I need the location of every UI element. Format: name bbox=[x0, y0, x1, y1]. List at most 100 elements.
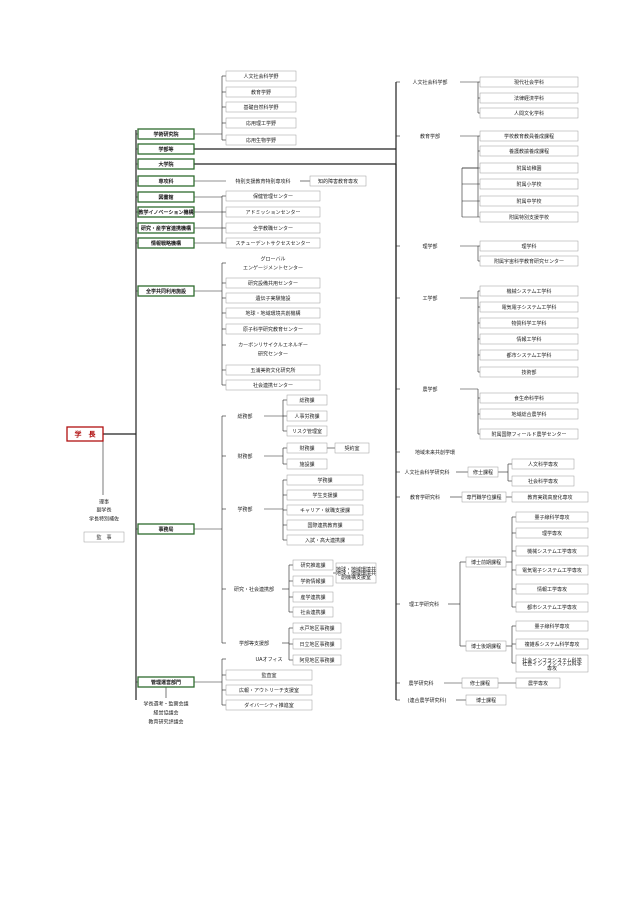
grad-master-major-2: 機械システム工学専攻 bbox=[527, 548, 577, 555]
faculty-engineering_faculty: 工学部 bbox=[422, 295, 437, 302]
grad-hum-major-0: 人文科学専攻 bbox=[528, 461, 558, 468]
institute-field-0-box bbox=[225, 70, 297, 82]
shared-item-5: 原子科学研究教育センター bbox=[243, 326, 303, 333]
institute-field-4-box bbox=[225, 134, 297, 146]
grad-humanities-course-box bbox=[467, 466, 499, 478]
unit-shared_facilities-box bbox=[137, 285, 195, 297]
grad-science-eng: 理工学研究科 bbox=[409, 601, 439, 608]
contract-office: 契約室 bbox=[344, 445, 359, 452]
shared-item-8-box bbox=[225, 364, 321, 376]
mgmt-item-3: ダイバーシティ推進室 bbox=[244, 702, 294, 709]
contract-office-box bbox=[334, 442, 370, 454]
student-item-3: 国際連携教育課 bbox=[307, 522, 342, 529]
grad-master-major-5: 都市システム工学専攻 bbox=[527, 604, 577, 611]
unit-research_industry-box bbox=[137, 222, 195, 234]
dept-general: 総務部 bbox=[237, 413, 252, 420]
grad-united-course: 博士課程 bbox=[476, 697, 496, 704]
dept-student: 学務部 bbox=[237, 506, 252, 513]
grad-master-major-2-box bbox=[515, 545, 589, 557]
education-dept-2-box bbox=[479, 162, 579, 174]
grad-humanities: 人文社会科学研究科 bbox=[404, 469, 449, 476]
grad-doctor-major-0: 量子線科学専攻 bbox=[534, 623, 569, 630]
unit-mgmt_department-box bbox=[137, 676, 195, 688]
general-item-1-box bbox=[286, 410, 328, 422]
finance-item-0: 財務課 bbox=[299, 445, 314, 452]
research-item-0: 研究推進課 bbox=[300, 562, 325, 569]
mgmt-item-0: UAオフィス bbox=[256, 657, 283, 663]
shared-item-2-box bbox=[225, 277, 321, 289]
science_faculty-dept-0: 理学科 bbox=[521, 243, 536, 250]
research-item-2: 産学連携課 bbox=[300, 594, 325, 601]
agriculture_faculty-dept-2-box bbox=[479, 428, 579, 440]
shared-item-2: 研究設備共用センター bbox=[248, 280, 298, 287]
grad-humanities-course: 修士課程 bbox=[473, 469, 493, 476]
grad-master-course: 博士前期課程 bbox=[471, 559, 501, 566]
shared-item-3-box bbox=[225, 292, 321, 304]
student-item-2-box bbox=[286, 504, 364, 516]
education_faculty-dept-1: 養護教諭養成課程 bbox=[509, 148, 549, 155]
engineering_faculty-dept-1: 電気電子システム工学科 bbox=[502, 304, 557, 311]
campus-item-1-box bbox=[292, 638, 342, 650]
regional-support-box: 地球・地域環境共 bbox=[336, 570, 376, 577]
engineering_faculty-dept-2-box bbox=[479, 317, 579, 329]
research-item-0-box bbox=[292, 559, 334, 571]
education-dept-2: 附属幼稚園 bbox=[516, 165, 541, 172]
shared-item-3: 遺伝子実験施設 bbox=[255, 295, 290, 302]
unit-advanced_course: 専攻科 bbox=[158, 178, 173, 185]
grad-hum-major-1: 社会科学専攻 bbox=[528, 478, 558, 485]
research-item-1-box bbox=[292, 575, 334, 587]
faculty-humanities_faculty: 人文社会科学部 bbox=[412, 79, 447, 86]
engineering_faculty-dept-0: 機械システム工学科 bbox=[507, 288, 552, 295]
grad-doctor-major-2-box: 社会インフラシステム科学 bbox=[522, 660, 582, 667]
grad-master-major-4-box bbox=[515, 583, 589, 595]
regional-support-2: 創機構支援室 bbox=[341, 574, 371, 581]
unit-secretariat: 事務局 bbox=[158, 526, 173, 533]
president-box bbox=[66, 426, 104, 442]
grad-edu-major-0: 教育実践高度化専攻 bbox=[527, 494, 572, 501]
education_faculty-dept-0: 学校教育教員養成課程 bbox=[504, 133, 554, 140]
council-1: 経営協議会 bbox=[153, 709, 178, 716]
engineering_faculty-dept-1-box bbox=[479, 301, 579, 313]
mgmt-item-2-box bbox=[225, 684, 313, 696]
special-assistant: 学長特別補佐 bbox=[89, 515, 119, 522]
education-dept-5-box bbox=[479, 211, 579, 223]
education-dept-3: 附属小学校 bbox=[516, 181, 541, 188]
grad-master-major-3-box bbox=[515, 564, 589, 576]
regional-support-1: 地球・地域環境共 bbox=[336, 566, 376, 573]
center-2: 全学教職センター bbox=[253, 225, 293, 232]
research-item-2-box bbox=[292, 591, 334, 603]
grad-doctor-major-1-box bbox=[515, 638, 589, 650]
shared-item-8: 五浦美術文化研究所 bbox=[250, 367, 295, 374]
grad-hum-major-1-box bbox=[511, 475, 575, 487]
engineering_faculty-dept-3-box bbox=[479, 333, 579, 345]
unit-academic_institute: 学術研究院 bbox=[153, 131, 178, 138]
unit-mgmt_department: 管理運営部門 bbox=[151, 679, 181, 686]
education_faculty-dept-0-box bbox=[479, 130, 579, 142]
education-dept-3-box bbox=[479, 178, 579, 190]
dept-research: 研究・社会連携部 bbox=[234, 586, 274, 593]
grad-master-major-0-box bbox=[515, 511, 589, 523]
general-item-2: リスク管理室 bbox=[292, 428, 322, 435]
grad-agri-major-0: 農学専攻 bbox=[528, 680, 548, 687]
grad-master-major-4: 情報工学専攻 bbox=[537, 586, 567, 593]
grad-agriculture: 農学研究科 bbox=[408, 680, 433, 687]
grad-doctor-course-box bbox=[465, 640, 507, 652]
engineering_faculty-dept-5-box bbox=[479, 366, 579, 378]
grad-doctor-course: 博士後期課程 bbox=[471, 643, 501, 650]
center-2-box bbox=[225, 222, 321, 234]
science_faculty-dept-1: 附属宇宙科学教育研究センター bbox=[494, 258, 564, 265]
center-0-box bbox=[225, 190, 321, 202]
mgmt-item-2: 広報・アウトリーチ支援室 bbox=[239, 687, 299, 694]
advanced-sub: 知的障害教育専攻 bbox=[318, 178, 358, 185]
institute-field-1: 教育学野 bbox=[251, 89, 271, 96]
institute-field-4: 応用生物学野 bbox=[246, 137, 276, 144]
unit-library-box bbox=[137, 191, 195, 203]
research-item-1: 学術情報課 bbox=[300, 578, 325, 585]
humanities_faculty-dept-1: 法律経済学科 bbox=[514, 95, 544, 102]
humanities_faculty-dept-1-box bbox=[479, 92, 579, 104]
grad-doctor-major-1: 複雑系システム科学専攻 bbox=[525, 641, 580, 648]
grad-education-course: 専門職学位課程 bbox=[466, 494, 501, 501]
agriculture_faculty-dept-1: 地域総合農学科 bbox=[511, 411, 546, 418]
agriculture_faculty-dept-1-box bbox=[479, 408, 579, 420]
unit-edu_innovation: 教学イノベーション機構 bbox=[138, 209, 194, 216]
